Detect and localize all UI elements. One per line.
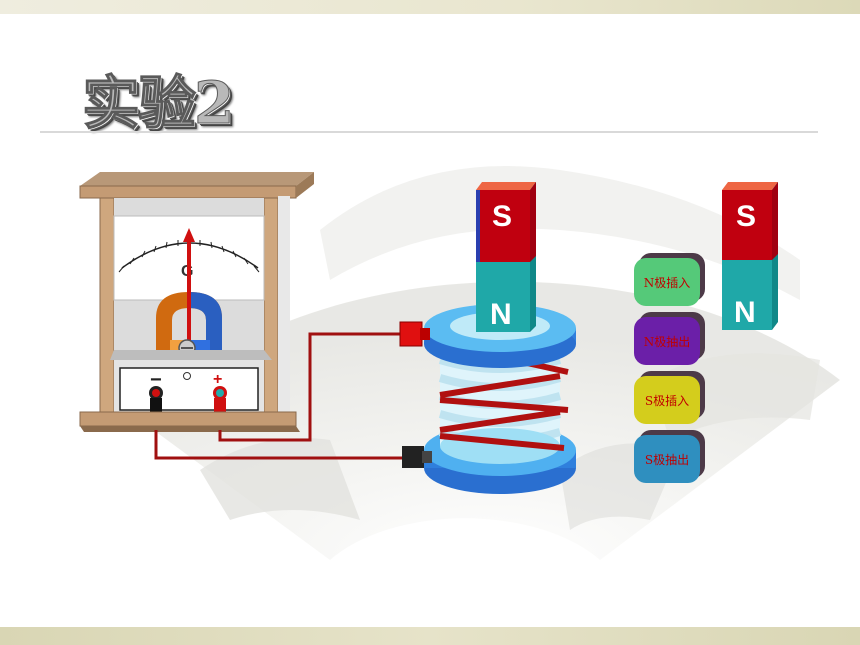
- plus-label: +: [213, 371, 222, 388]
- minus-label: −: [150, 369, 162, 391]
- title-divider: [40, 131, 818, 133]
- galvanometer: G − +: [79, 172, 314, 432]
- magnet-left-top-pole: S: [492, 200, 512, 233]
- bar-magnet-right: S N: [722, 182, 778, 330]
- top-banner: [0, 0, 860, 14]
- wires: [154, 332, 404, 460]
- button-n-withdraw[interactable]: N极抽出: [634, 312, 705, 365]
- button-n-insert[interactable]: N极插入: [634, 253, 705, 306]
- button-s-withdraw[interactable]: S极抽出: [634, 430, 705, 483]
- button-n-insert-label: N极插入: [634, 258, 700, 306]
- button-s-insert[interactable]: S极插入: [634, 371, 705, 424]
- bar-magnet-left: S N: [476, 182, 536, 332]
- slide-title: 实验2: [81, 69, 234, 138]
- button-s-insert-label: S极插入: [634, 376, 700, 424]
- magnet-left-bottom-pole: N: [490, 298, 512, 331]
- magnet-right-top-pole: S: [736, 200, 756, 233]
- bottom-banner: [0, 627, 860, 645]
- button-s-withdraw-label: S极抽出: [634, 435, 700, 483]
- coil-solenoid: [399, 304, 576, 494]
- button-n-withdraw-label: N极抽出: [634, 317, 700, 365]
- magnet-right-bottom-pole: N: [734, 296, 756, 329]
